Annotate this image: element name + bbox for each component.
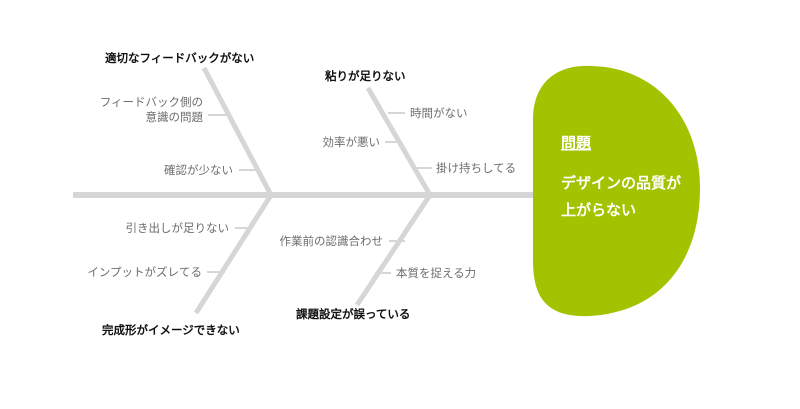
cause-tl-2: 確認が少ない <box>164 163 233 177</box>
bone-top-left <box>201 66 274 197</box>
cause-bl-1: 引き出しが足りない <box>126 221 230 235</box>
head-problem-line-1: デザインの品質が <box>561 174 682 192</box>
category-top-right: 粘りが足りない <box>325 69 406 83</box>
cause-br-2: 本質を捉える力 <box>396 266 476 280</box>
head-problem-line-2: 上がらない <box>561 201 636 219</box>
cause-tl-1-line-2: 意識の問題 <box>146 110 204 124</box>
fish-head <box>533 65 700 317</box>
cause-tr-3: 掛け持ちしてる <box>436 161 516 175</box>
head-title: 問題 <box>561 134 592 152</box>
cause-tl-1-line-1: フィードバック側の <box>100 95 203 109</box>
category-bottom-right: 課題設定が誤っている <box>296 307 410 321</box>
cause-br-1: 作業前の認識合わせ <box>280 234 384 248</box>
bone-bottom-right <box>354 193 433 307</box>
cause-tr-1: 時間がない <box>410 106 468 120</box>
cause-bl-2: インプットがズレてる <box>87 265 202 279</box>
bone-bottom-left <box>193 193 274 315</box>
category-top-left: 適切なフィードバックがない <box>105 51 254 65</box>
cause-tr-2: 効率が悪い <box>323 135 381 149</box>
category-bottom-left: 完成形がイメージできない <box>102 323 240 337</box>
